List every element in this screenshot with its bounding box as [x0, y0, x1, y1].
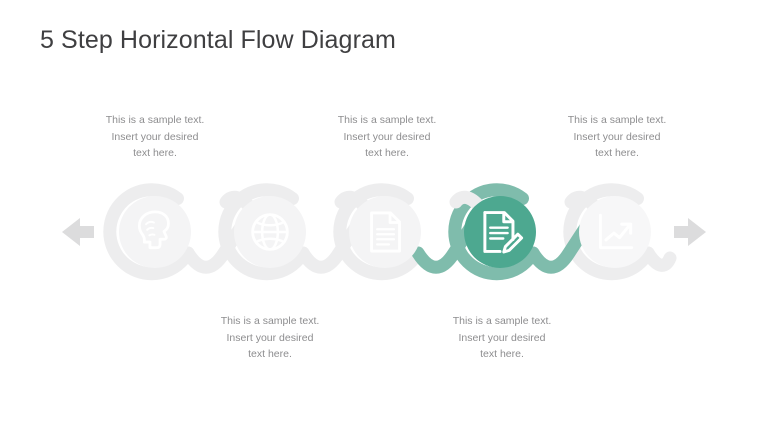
step-circle-3 — [349, 196, 421, 268]
step-node-5[interactable] — [579, 196, 651, 268]
arrow-left-icon[interactable] — [62, 218, 94, 246]
arrow-right-icon[interactable] — [674, 218, 706, 246]
ribbon-track-active — [411, 183, 604, 281]
step-caption-5: This is a sample text. Insert your desir… — [567, 114, 667, 159]
step-node-3[interactable] — [349, 196, 421, 268]
step-caption-3: This is a sample text. Insert your desir… — [337, 114, 437, 159]
step-caption-2: This is a sample text. Insert your desir… — [220, 315, 320, 360]
step-node-4[interactable] — [464, 196, 536, 268]
step-circle-1 — [119, 196, 191, 268]
step-node-1[interactable] — [119, 196, 191, 268]
step-caption-1: This is a sample text. Insert your desir… — [105, 114, 205, 159]
page-title: 5 Step Horizontal Flow Diagram — [40, 26, 396, 54]
step-node-2[interactable] — [234, 196, 306, 268]
step-circle-5 — [579, 196, 651, 268]
step-caption-4: This is a sample text. Insert your desir… — [452, 315, 552, 360]
